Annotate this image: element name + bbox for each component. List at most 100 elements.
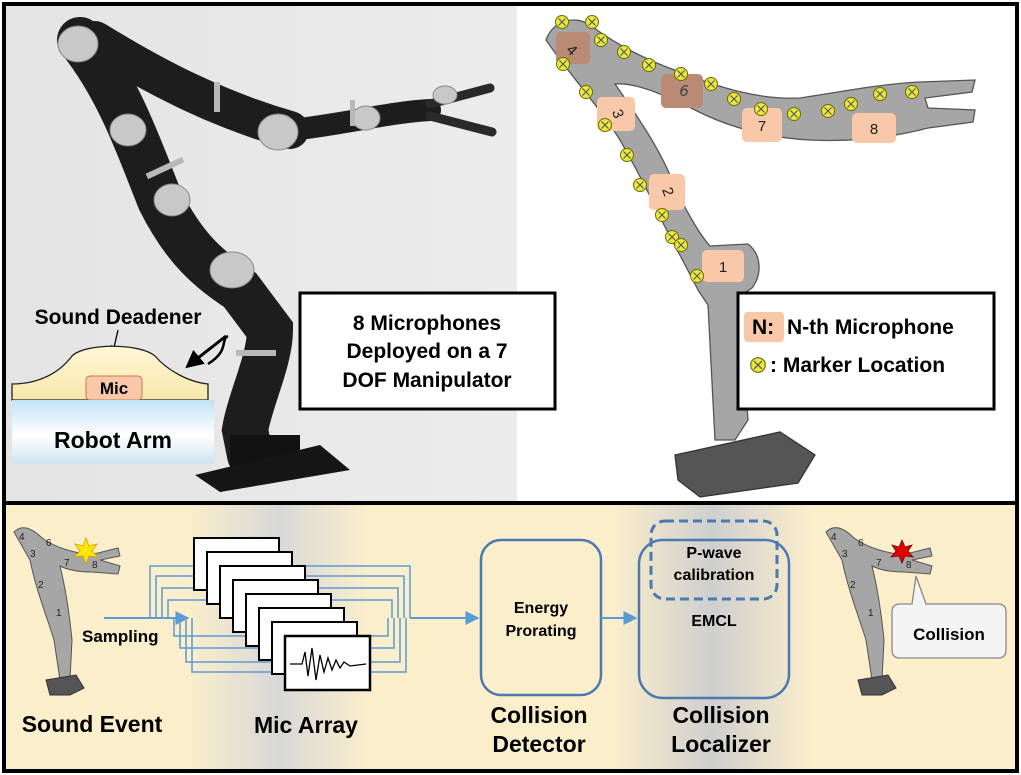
foil-patch xyxy=(432,85,458,105)
small-mic-number: 6 xyxy=(858,538,864,549)
marker xyxy=(632,177,648,193)
mic-4-square xyxy=(556,32,590,64)
marker xyxy=(904,84,920,100)
mic-7-number: 7 xyxy=(758,118,766,135)
legend-mic-key: N: xyxy=(752,316,774,339)
energy-label-line: Energy xyxy=(514,600,568,617)
marker xyxy=(578,84,594,100)
legend-marker-text: : Marker Location xyxy=(770,354,945,377)
collision-star-icon xyxy=(890,538,914,565)
deadener-label: Sound Deadener xyxy=(35,306,202,329)
mic-6-square xyxy=(661,74,703,108)
marker xyxy=(593,32,609,48)
small-mic-number: 1 xyxy=(868,608,874,619)
small-mic-number: 3 xyxy=(842,549,848,560)
marker xyxy=(753,101,769,117)
marker xyxy=(616,44,632,60)
pwave-calibration-box xyxy=(649,519,779,601)
mic-1-square xyxy=(702,250,744,282)
waveform-card-front xyxy=(283,634,372,692)
marker xyxy=(554,14,570,30)
foil-patch xyxy=(57,25,99,63)
detector-label-line: Detector xyxy=(492,731,585,757)
foil-patch xyxy=(257,113,299,151)
callout-line: Deployed on a 7 xyxy=(346,340,507,363)
callout-box xyxy=(298,291,557,411)
mic-2-square xyxy=(649,174,685,210)
small-mic-number: 7 xyxy=(64,558,70,569)
pwave-label-line: P-wave xyxy=(686,545,741,562)
foil-patch xyxy=(351,105,381,131)
marker xyxy=(584,14,600,30)
mic-7-square xyxy=(742,108,782,142)
small-mic-number: 7 xyxy=(876,558,882,569)
mic-8-square xyxy=(852,113,896,143)
collision-localizer-box xyxy=(637,538,791,700)
mic-8-number: 8 xyxy=(870,121,878,138)
collision-callout xyxy=(891,575,1007,659)
small-mic-number: 8 xyxy=(906,560,912,571)
emcl-label: EMCL xyxy=(691,613,737,630)
marker xyxy=(619,147,635,163)
robot-arm-block xyxy=(12,400,214,464)
marker xyxy=(641,57,657,73)
legend-mic-swatch xyxy=(744,312,784,342)
microphones-callout: 8 Microphones Deployed on a 7 DOF Manipu… xyxy=(298,291,557,411)
marker xyxy=(786,106,802,122)
pwave-label-line: calibration xyxy=(674,567,755,584)
foil-patch xyxy=(109,113,147,147)
schematic-panel: 4 3 2 1 6 7 8 xyxy=(545,14,996,498)
mic-array-stack xyxy=(193,537,372,692)
small-mic-number: 4 xyxy=(831,532,837,543)
impact-star-icon xyxy=(72,536,100,566)
waveform-trace xyxy=(290,647,367,681)
callout-line: DOF Manipulator xyxy=(342,369,511,392)
marker xyxy=(673,237,689,253)
marker xyxy=(597,117,613,133)
sampling-label: Sampling xyxy=(82,627,159,646)
marker xyxy=(654,207,670,223)
mic-label: Mic xyxy=(100,379,128,398)
mic-squares: 4 3 2 1 6 7 8 xyxy=(556,32,896,282)
marker xyxy=(843,96,859,112)
foil-patch xyxy=(153,183,191,217)
mic-1-number: 1 xyxy=(719,259,727,276)
small-mic-number: 6 xyxy=(46,538,52,549)
detector-label-line: Collision xyxy=(490,702,587,728)
legend: N: N-th Microphone : Marker Location xyxy=(736,291,996,411)
mic-6-number: 6 xyxy=(679,82,689,100)
mic-array-label: Mic Array xyxy=(254,712,358,738)
deadener-shape xyxy=(11,345,209,401)
legend-marker-icon xyxy=(750,357,766,373)
marker xyxy=(872,86,888,102)
small-mic-number: 1 xyxy=(56,608,62,619)
small-arm-base xyxy=(857,674,897,696)
legend-box xyxy=(736,291,996,411)
marker xyxy=(820,103,836,119)
small-arm-base xyxy=(45,674,85,696)
robot-arm-label: Robot Arm xyxy=(54,427,172,453)
arm-mount-photo xyxy=(195,445,350,492)
deadener-arrow xyxy=(185,334,227,369)
marker xyxy=(703,76,719,92)
localizer-label-line: Collision xyxy=(672,702,769,728)
collision-callout-text: Collision xyxy=(913,625,985,644)
legend-mic-text: N-th Microphone xyxy=(787,316,954,339)
sound-event-arm: 4 3 2 1 6 7 8 xyxy=(13,527,121,696)
pipeline-panel: 4 3 2 1 6 7 8 Sound Event Sampling xyxy=(6,505,1015,769)
robot-arm-photo xyxy=(57,17,497,492)
small-mic-number: 8 xyxy=(92,560,98,571)
localizer-label-line: Localizer xyxy=(671,731,771,757)
small-mic-number: 2 xyxy=(850,580,856,591)
foil-patch xyxy=(209,251,255,289)
marker xyxy=(673,66,689,82)
marker xyxy=(726,91,742,107)
marker xyxy=(555,56,571,72)
arm-base-schematic xyxy=(674,431,816,498)
small-mic-number: 3 xyxy=(30,549,36,560)
callout-line: 8 Microphones xyxy=(353,312,501,335)
collision-arm: 4 3 2 1 6 7 8 xyxy=(825,527,933,696)
small-mic-number: 4 xyxy=(19,532,25,543)
deadener-inset: Sound Deadener Mic Robot Arm xyxy=(11,306,229,464)
